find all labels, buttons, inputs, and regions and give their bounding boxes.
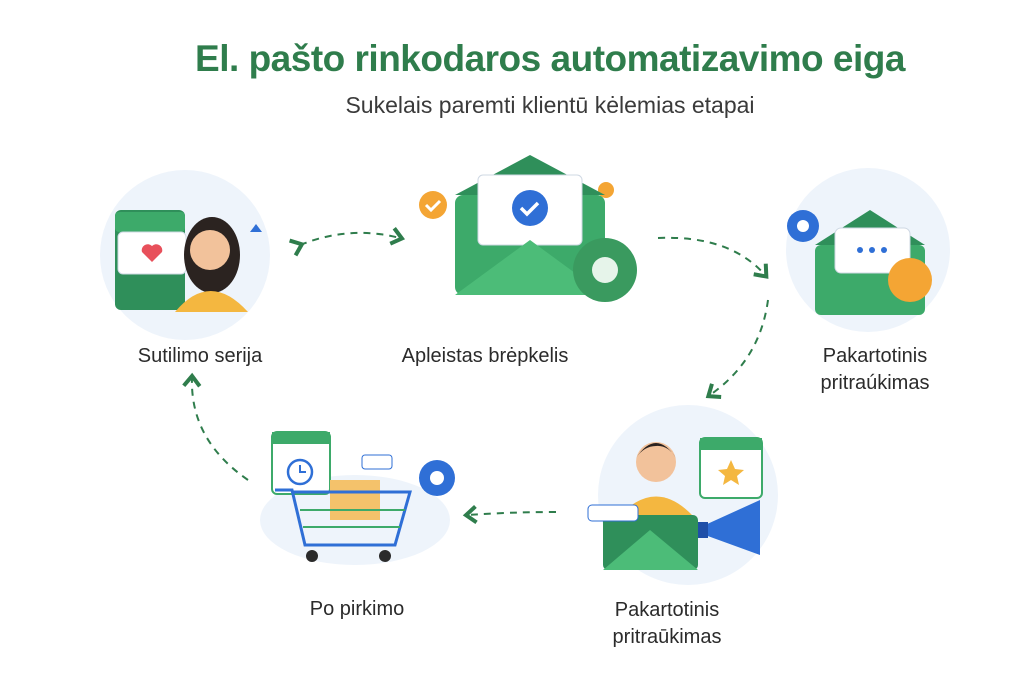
page-title: El. pašto rinkodaros automatizavimo eiga xyxy=(195,38,905,79)
person-megaphone-icon xyxy=(587,405,778,585)
welcome-person-heart-icon xyxy=(100,170,270,340)
arrow-3-4 xyxy=(705,299,769,399)
stage-label-welcome: Sutilimo serija xyxy=(137,345,263,367)
envelope-chat-star-icon xyxy=(786,168,950,332)
page-subtitle: Sukelais paremti klientū kėlemias etapai xyxy=(345,92,755,118)
arrow-2-3 xyxy=(657,236,769,279)
arrow-4-5 xyxy=(462,504,557,525)
stage-label-abandoned: Apleistas brėpkelis xyxy=(401,345,569,367)
shopping-cart-clock-icon xyxy=(260,431,455,565)
arrow-1-2 xyxy=(289,227,406,257)
flow-arrows xyxy=(182,227,769,525)
stage-label-reengage-top: Pakartotinis pritraúkimas xyxy=(765,343,985,397)
arrow-5-1 xyxy=(182,372,249,481)
label-line-1: Pakartotinis xyxy=(614,599,720,621)
label-line-1: Pakartotinis xyxy=(822,345,928,367)
envelope-check-gear-icon xyxy=(419,155,637,302)
label-line-2: pritraúkimas xyxy=(820,372,930,394)
label-line-2: pritraūkimas xyxy=(612,626,722,648)
stage-label-post-purchase: Po pirkimo xyxy=(309,598,405,620)
stage-label-reengage-bottom: Pakartotinis pritraūkimas xyxy=(557,597,777,651)
